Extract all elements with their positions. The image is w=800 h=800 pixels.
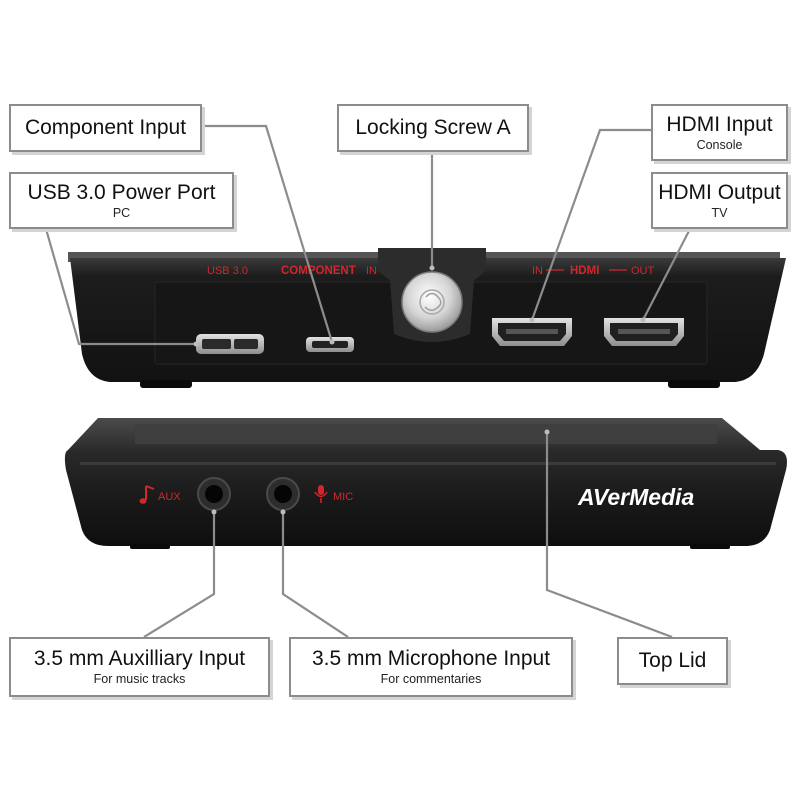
leader-lines	[44, 124, 691, 639]
callout-title: Locking Screw A	[355, 116, 511, 140]
front-label-mic: MIC	[333, 491, 353, 503]
leader-top-lid	[545, 432, 673, 639]
callout-component-input: Component Input	[9, 104, 202, 152]
aux-jack	[197, 477, 231, 511]
leader-dot-usb	[193, 341, 199, 347]
callout-title: 3.5 mm Microphone Input	[311, 647, 551, 671]
callout-usb-power-port: USB 3.0 Power Port PC	[9, 172, 234, 229]
locking-screw-knob	[401, 271, 463, 333]
leader-usb	[44, 228, 196, 346]
callout-title: Top Lid	[638, 649, 707, 673]
callout-subtitle: TV	[711, 205, 728, 220]
callout-title: HDMI Input	[666, 112, 773, 136]
leader-dot-hdmi-out	[640, 317, 646, 323]
knob-swirl	[424, 292, 442, 311]
callout-locking-screw: Locking Screw A	[337, 104, 529, 152]
leader-dot-lid	[544, 429, 550, 435]
callout-aux-input: 3.5 mm Auxilliary Input For music tracks	[9, 637, 270, 697]
back-label-component: COMPONENT	[281, 265, 356, 277]
leader-dot-component	[329, 339, 335, 345]
leader-aux	[143, 512, 216, 638]
mic-jack	[266, 477, 300, 511]
front-label-aux: AUX	[158, 491, 181, 503]
leader-dot-screw	[429, 265, 435, 271]
component-port	[306, 337, 354, 352]
avermedia-logo: AVerMedia	[577, 484, 695, 510]
callout-title: USB 3.0 Power Port	[27, 180, 216, 204]
callout-subtitle: For music tracks	[93, 672, 186, 687]
music-note-icon	[139, 485, 155, 504]
callout-hdmi-input: HDMI Input Console	[651, 104, 788, 161]
back-label-hdmi: HDMI	[570, 265, 599, 277]
back-label-component-in: IN	[366, 265, 377, 277]
leader-dot-hdmi-in	[529, 317, 535, 323]
leader-component-input	[202, 124, 334, 343]
leader-dot-mic	[280, 509, 286, 515]
device-front-view: AUX MIC AVerMedia	[64, 418, 787, 549]
leader-mic	[281, 512, 349, 638]
leader-hdmi-output	[642, 228, 691, 321]
locking-screw-logo	[419, 289, 445, 315]
callout-subtitle: For commentaries	[380, 672, 482, 687]
device-back-view: USB 3.0 COMPONENT IN IN HDMI OUT	[68, 248, 786, 388]
callout-subtitle: PC	[112, 205, 131, 220]
callout-title: Component Input	[24, 116, 187, 140]
callout-hdmi-output: HDMI Output TV	[651, 172, 788, 229]
hdmi-output-port	[604, 318, 684, 346]
front-edge-highlight	[80, 462, 776, 465]
front-foot-left	[130, 544, 170, 549]
back-foot-left	[140, 380, 192, 388]
leader-hdmi-input	[530, 128, 651, 321]
hdmi-input-port	[492, 318, 572, 346]
callout-top-lid: Top Lid	[617, 637, 728, 685]
callout-title: HDMI Output	[658, 180, 781, 204]
front-foot-right	[690, 544, 730, 549]
callout-mic-input: 3.5 mm Microphone Input For commentaries	[289, 637, 573, 697]
back-foot-right	[668, 380, 720, 388]
lid-panel	[135, 424, 717, 444]
front-body	[64, 450, 787, 546]
back-label-hdmi-in: IN	[532, 265, 543, 277]
back-label-usb: USB 3.0	[207, 265, 248, 277]
callout-title: 3.5 mm Auxilliary Input	[33, 647, 246, 671]
callout-subtitle: Console	[696, 137, 743, 152]
leader-dot-aux	[211, 509, 217, 515]
microphone-icon	[314, 485, 328, 503]
usb3-port	[196, 334, 264, 354]
back-label-hdmi-out: OUT	[631, 265, 655, 277]
